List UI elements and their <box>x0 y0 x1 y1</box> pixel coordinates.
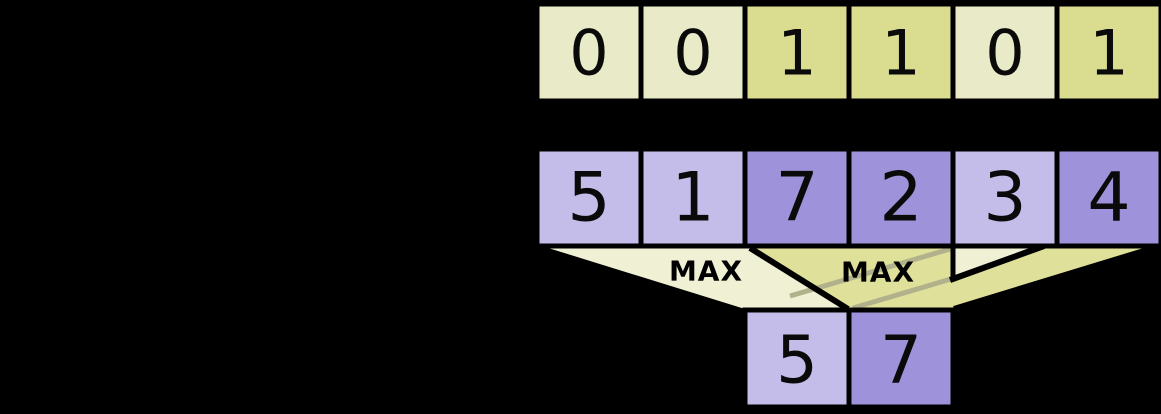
value-cell <box>846 146 956 249</box>
value-cell <box>534 146 644 249</box>
value-cell-value: 4 <box>1087 159 1130 238</box>
funnel-right-branch <box>849 247 1157 309</box>
value-cell-value: 3 <box>983 159 1026 238</box>
mask-cell-value: 1 <box>881 17 920 90</box>
funnel-divider-edge <box>748 245 850 312</box>
value-cell <box>1054 146 1161 249</box>
mask-cell-value: 0 <box>985 17 1024 90</box>
mask-cell-value: 0 <box>569 17 608 90</box>
mask-cell <box>1054 1 1161 104</box>
result-cell-value: 5 <box>776 322 818 399</box>
result-row: 5 7 <box>742 307 956 410</box>
value-cell-value: 5 <box>567 159 610 238</box>
value-cell <box>742 146 852 249</box>
funnel-right-branch-left-edge <box>948 243 1046 283</box>
value-cell-value: 1 <box>671 159 714 238</box>
result-cell <box>846 307 956 410</box>
mask-cell <box>534 1 644 104</box>
funnel-right-branch-right-edge <box>953 244 1158 312</box>
mask-cell <box>950 1 1060 104</box>
value-cell-value: 7 <box>775 159 818 238</box>
values-row: 5 1 7 2 3 4 <box>534 146 1161 249</box>
result-cell <box>742 307 852 410</box>
mask-cell-value: 1 <box>777 17 816 90</box>
max-label-left: MAX <box>669 255 743 288</box>
mask-cell-value: 0 <box>673 17 712 90</box>
mask-cell <box>846 1 956 104</box>
overlap-edge-right-branch <box>852 276 952 311</box>
value-cell-value: 2 <box>879 159 922 238</box>
max-label-right: MAX <box>841 256 915 289</box>
mask-row: 0 0 1 1 0 1 <box>534 1 1161 104</box>
mask-cell <box>638 1 748 104</box>
mask-cell-value: 1 <box>1089 17 1128 90</box>
result-cell-value: 7 <box>880 322 922 399</box>
